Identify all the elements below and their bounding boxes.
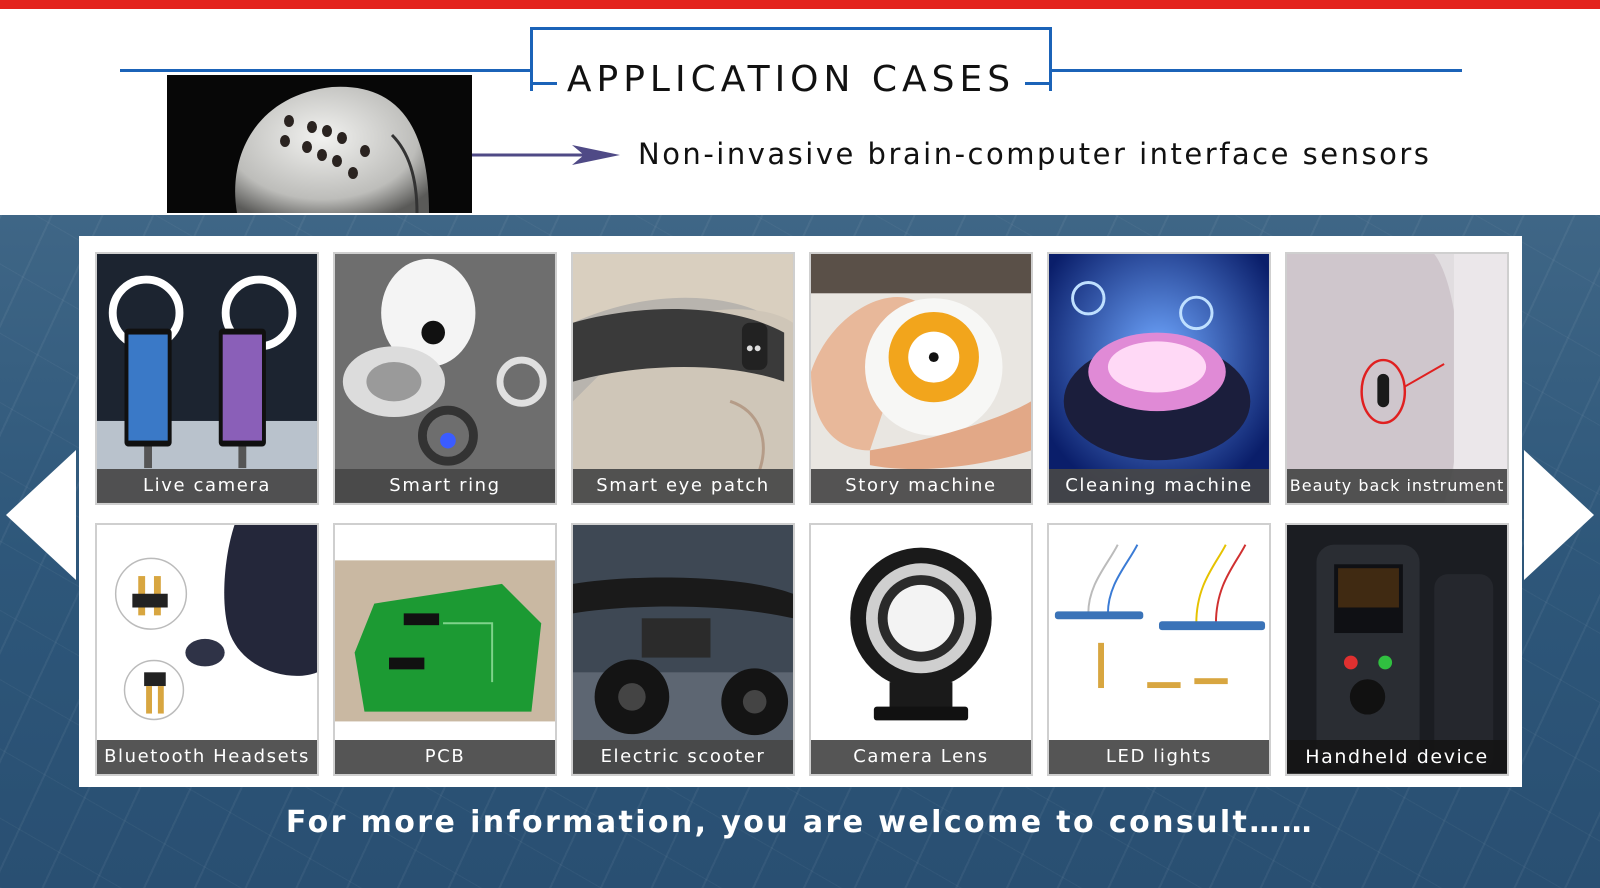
cases-grid: Live camera Smart ring <box>95 252 1509 776</box>
case-label: Cleaning machine <box>1049 469 1269 503</box>
case-label: PCB <box>335 740 555 774</box>
page-subtitle: Non-invasive brain-computer interface se… <box>638 137 1432 171</box>
bluetooth-headsets-image <box>97 525 317 774</box>
case-card-camera-lens[interactable]: Camera Lens <box>809 523 1033 776</box>
case-card-smart-ring[interactable]: Smart ring <box>333 252 557 505</box>
chevron-left-icon[interactable] <box>6 450 76 580</box>
case-card-cleaning-machine[interactable]: Cleaning machine <box>1047 252 1271 505</box>
case-label: Live camera <box>97 469 317 503</box>
cleaning-machine-image <box>1049 254 1269 503</box>
chevron-right-icon[interactable] <box>1524 450 1594 580</box>
bci-headset-photo <box>167 75 472 213</box>
arrow-right-icon <box>472 145 620 165</box>
title-frame <box>530 27 1052 91</box>
cases-panel: Live camera Smart ring <box>79 236 1522 787</box>
case-label: Smart eye patch <box>573 469 793 503</box>
case-card-beauty-back-instrument[interactable]: Beauty back instrument <box>1285 252 1509 505</box>
title-frame-foot-left <box>530 82 557 85</box>
story-machine-image <box>811 254 1031 503</box>
handheld-device-image <box>1287 525 1507 774</box>
case-label: Smart ring <box>335 469 555 503</box>
header-rule-left <box>120 69 530 72</box>
top-red-bar <box>0 0 1600 9</box>
case-card-electric-scooter[interactable]: Electric scooter <box>571 523 795 776</box>
beauty-back-instrument-image <box>1287 254 1507 503</box>
camera-lens-image <box>811 525 1031 774</box>
case-card-story-machine[interactable]: Story machine <box>809 252 1033 505</box>
title-frame-foot-right <box>1025 82 1052 85</box>
smart-eye-patch-image <box>573 254 793 503</box>
led-lights-image <box>1049 525 1269 774</box>
case-card-led-lights[interactable]: LED lights <box>1047 523 1271 776</box>
case-label: Beauty back instrument <box>1287 469 1507 503</box>
page-title: APPLICATION CASES <box>566 59 1016 100</box>
header-rule-right <box>1050 69 1462 72</box>
electric-scooter-image <box>573 525 793 774</box>
pcb-image <box>335 525 555 774</box>
case-label: Electric scooter <box>573 740 793 774</box>
case-card-smart-eye-patch[interactable]: Smart eye patch <box>571 252 795 505</box>
case-card-live-camera[interactable]: Live camera <box>95 252 319 505</box>
case-label: Story machine <box>811 469 1031 503</box>
footer-text: For more information, you are welcome to… <box>285 805 1315 840</box>
case-label: Camera Lens <box>811 740 1031 774</box>
case-label: Handheld device <box>1287 740 1507 774</box>
case-card-pcb[interactable]: PCB <box>333 523 557 776</box>
smart-ring-image <box>335 254 555 503</box>
header: APPLICATION CASES N <box>0 9 1600 215</box>
cases-section: Live camera Smart ring <box>0 215 1600 888</box>
live-camera-image <box>97 254 317 503</box>
case-label: LED lights <box>1049 740 1269 774</box>
case-card-bluetooth-headsets[interactable]: Bluetooth Headsets <box>95 523 319 776</box>
case-card-handheld-device[interactable]: Handheld device <box>1285 523 1509 776</box>
case-label: Bluetooth Headsets <box>97 740 317 774</box>
